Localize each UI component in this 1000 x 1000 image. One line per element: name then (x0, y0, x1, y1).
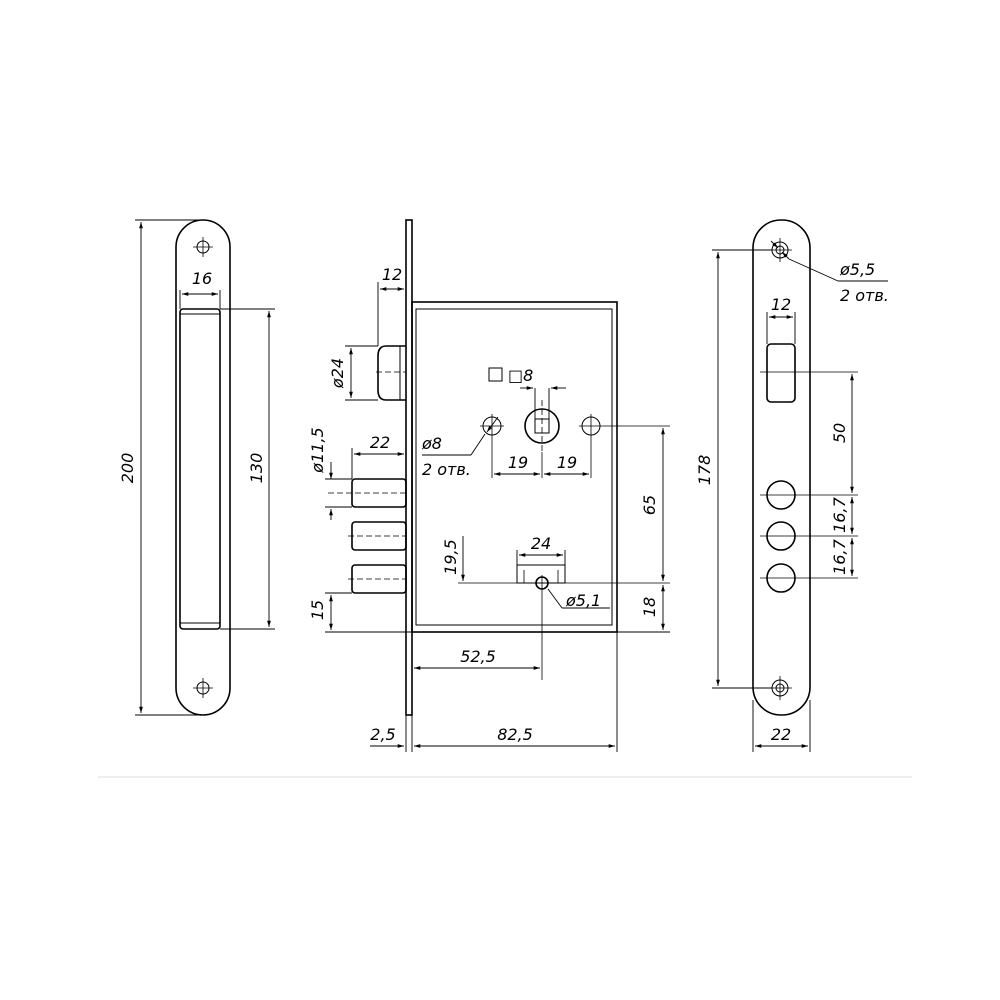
faceplate-outline (752, 219, 811, 716)
deadbolt-3 (348, 564, 407, 594)
lock-body-view: 12 ø24 22 ø11,5 (308, 219, 670, 752)
dim-bolt-diameter: ø11,5 (308, 427, 327, 473)
fixing-hole-left (480, 414, 504, 478)
dim-cylinder-width: 24 (531, 534, 551, 553)
deadbolt-2 (348, 521, 407, 551)
dim-backset: 52,5 (460, 647, 496, 666)
dim-hole-spacing-right: 19 (557, 453, 577, 472)
dim-cylinder-hole: ø5,1 (565, 591, 601, 610)
strike-plate-view: 200 130 16 (118, 219, 275, 716)
deadbolt-1 (328, 478, 407, 508)
dim-faceplate-thickness: 2,5 (370, 725, 395, 744)
strike-plate-outline (175, 219, 231, 716)
dim-latch-diameter: ø24 (328, 358, 347, 389)
cylinder-cam (516, 564, 566, 680)
dim-strike-length: 200 (118, 453, 137, 484)
dim-body-width: 82,5 (497, 725, 533, 744)
spindle-hub (524, 400, 560, 452)
latch-bolt (376, 345, 406, 401)
dim-latch-to-bolt: 50 (830, 423, 849, 443)
note-faceplate-holes: 2 отв. (840, 286, 889, 305)
note-fixing-holes: 2 отв. (422, 460, 471, 479)
dim-faceplate-hole-dia: ø5,5 (839, 260, 875, 279)
lock-case-inner (415, 308, 613, 626)
lock-case-outer (411, 301, 618, 633)
strike-hole-top (193, 237, 213, 257)
dim-spindle-square: □8 (508, 366, 533, 385)
fixing-hole-right (579, 414, 670, 478)
strike-hole-bottom (193, 678, 213, 698)
strike-plate-slot (179, 308, 221, 630)
faceplate-hole-bottom (768, 676, 792, 700)
dim-latch-projection: 12 (382, 265, 402, 284)
dim-hole-to-cylinder: 65 (640, 495, 659, 515)
dim-faceplate-width: 22 (771, 725, 791, 744)
dim-strike-slot-length: 130 (247, 453, 266, 484)
faceplate-view: ø5,5 2 отв. 12 178 50 16,7 16,7 22 (695, 219, 889, 752)
dim-bolt-pitch-1: 16,7 (830, 496, 849, 532)
dim-hole-spacing-left: 19 (508, 453, 528, 472)
dim-cylinder-offset: 19,5 (441, 539, 460, 575)
dim-cylinder-to-bottom: 18 (640, 597, 659, 617)
square-symbol-icon (488, 367, 503, 382)
dim-hole-center-distance: 178 (695, 455, 714, 486)
dim-bolt-pitch-2: 16,7 (830, 538, 849, 574)
dim-latch-opening-width: 12 (771, 295, 791, 314)
dim-bottom-offset: 15 (308, 600, 327, 620)
dim-bolt-projection: 22 (370, 433, 390, 452)
lock-faceplate (405, 219, 413, 716)
dim-fixing-hole-dia: ø8 (421, 434, 442, 453)
dim-strike-slot-width: 16 (192, 269, 212, 288)
latch-opening (766, 343, 796, 403)
